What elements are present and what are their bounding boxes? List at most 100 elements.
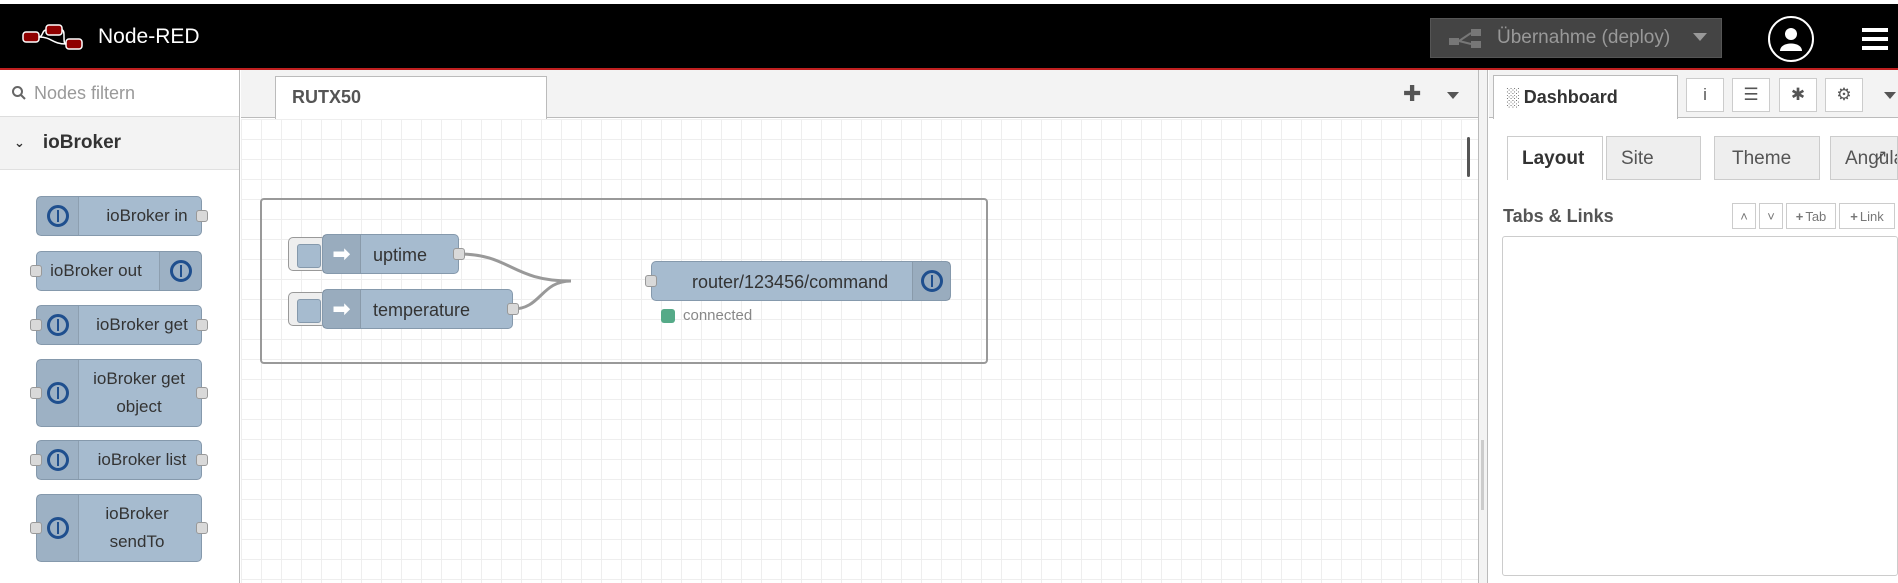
category-label: ioBroker bbox=[42, 132, 122, 153]
palette-search bbox=[0, 70, 239, 117]
bar-chart-icon: ░ bbox=[1506, 87, 1519, 107]
inject-trigger-button[interactable] bbox=[288, 292, 326, 326]
tabs-links-list[interactable] bbox=[1502, 236, 1898, 576]
bug-icon[interactable]: ✱ bbox=[1779, 78, 1817, 112]
input-port bbox=[30, 265, 42, 277]
node-group[interactable] bbox=[260, 198, 988, 364]
inject-node-temperature[interactable]: ➡ temperature bbox=[322, 289, 519, 329]
palette-node-iobroker-list[interactable]: ioBroker list bbox=[30, 440, 208, 480]
add-flow-icon[interactable]: ✚ bbox=[1403, 81, 1422, 106]
tab-layout[interactable]: Layout bbox=[1507, 136, 1603, 180]
app-title: Node-RED bbox=[98, 25, 200, 48]
add-link-button[interactable]: + Link bbox=[1839, 203, 1895, 229]
palette-node-iobroker-get-object[interactable]: ioBroker get object bbox=[30, 359, 208, 427]
flow-list-caret-icon[interactable] bbox=[1447, 92, 1459, 99]
iobroker-out-node[interactable]: router/123456/command bbox=[645, 261, 951, 301]
node-palette: ⌄ ioBroker ioBroker in ioBroker out ioBr… bbox=[0, 70, 240, 583]
iobroker-icon bbox=[920, 270, 943, 292]
status-text: connected bbox=[683, 307, 753, 324]
palette-node-iobroker-get[interactable]: ioBroker get bbox=[30, 305, 208, 345]
app-logo: Node-RED bbox=[22, 24, 200, 50]
deploy-button[interactable]: Übernahme (deploy) bbox=[1430, 18, 1722, 58]
iobroker-icon bbox=[46, 314, 69, 336]
palette-node-iobroker-in[interactable]: ioBroker in bbox=[36, 196, 208, 236]
input-port bbox=[30, 522, 42, 534]
button-label: Tab bbox=[1805, 208, 1827, 224]
plus-icon: + bbox=[1795, 208, 1804, 224]
node-label: ioBroker sendTo bbox=[105, 504, 169, 551]
arrow-right-icon: ➡ bbox=[323, 235, 361, 273]
output-port bbox=[196, 387, 208, 399]
workspace-tab-bar: RUTX50 ✚ bbox=[241, 70, 1478, 119]
output-port bbox=[196, 522, 208, 534]
tabs-links-title: Tabs & Links bbox=[1503, 206, 1614, 226]
output-port bbox=[196, 319, 208, 331]
tab-label: Dashboard bbox=[1523, 87, 1618, 107]
node-status: connected bbox=[661, 307, 752, 324]
deploy-icon bbox=[1449, 29, 1481, 48]
plus-icon: + bbox=[1850, 208, 1858, 224]
inject-node-uptime[interactable]: ➡ uptime bbox=[322, 234, 465, 274]
node-label: ioBroker out bbox=[50, 261, 142, 280]
tab-theme[interactable]: Theme bbox=[1714, 136, 1820, 180]
node-label: ioBroker get bbox=[96, 315, 188, 334]
sidebar: ░ Dashboard i ☰ ✱ ⚙ Layout Site Theme An… bbox=[1489, 70, 1898, 583]
palette-node-iobroker-out[interactable]: ioBroker out bbox=[30, 251, 202, 291]
tab-rutx50[interactable]: RUTX50 bbox=[275, 76, 547, 119]
node-label: ioBroker in bbox=[106, 206, 188, 225]
sidebar-separator[interactable] bbox=[1478, 70, 1488, 583]
collapse-all-icon[interactable]: ˄ bbox=[1732, 203, 1756, 229]
palette-node-iobroker-sendto[interactable]: ioBroker sendTo bbox=[30, 494, 208, 562]
palette-category-header[interactable]: ⌄ ioBroker bbox=[0, 117, 239, 170]
user-menu-button[interactable] bbox=[1768, 16, 1814, 62]
header-bar: Node-RED Übernahme (deploy) bbox=[0, 0, 1898, 70]
node-label: uptime bbox=[373, 245, 428, 265]
deploy-label: Übernahme (deploy) bbox=[1497, 27, 1671, 48]
iobroker-icon bbox=[169, 260, 192, 282]
arrow-right-icon: ➡ bbox=[323, 290, 361, 328]
status-dot-icon bbox=[661, 308, 675, 323]
tab-angular[interactable]: Angular bbox=[1830, 136, 1898, 180]
output-port bbox=[196, 454, 208, 466]
node-red-logo-icon bbox=[22, 24, 83, 50]
wires bbox=[458, 252, 572, 311]
iobroker-icon bbox=[46, 205, 69, 227]
inject-trigger-button[interactable] bbox=[288, 237, 326, 271]
output-port[interactable] bbox=[507, 303, 519, 315]
external-link-icon[interactable]: ↗ bbox=[1874, 148, 1888, 165]
info-icon[interactable]: i bbox=[1686, 78, 1724, 112]
input-port bbox=[30, 454, 42, 466]
user-icon bbox=[1780, 28, 1802, 51]
iobroker-icon bbox=[46, 449, 69, 471]
node-label: ioBroker list bbox=[97, 450, 187, 469]
main-menu-button[interactable] bbox=[1862, 28, 1888, 50]
output-port bbox=[196, 210, 208, 222]
deploy-dropdown-caret-icon[interactable] bbox=[1693, 33, 1707, 41]
sidebar-tab-bar: ░ Dashboard i ☰ ✱ ⚙ bbox=[1489, 70, 1898, 119]
tab-dashboard[interactable]: ░ Dashboard bbox=[1493, 75, 1678, 119]
button-label: Link bbox=[1859, 208, 1884, 224]
input-port[interactable] bbox=[645, 275, 657, 287]
chevron-down-icon: ⌄ bbox=[14, 135, 25, 150]
gear-icon[interactable]: ⚙ bbox=[1825, 78, 1863, 112]
expand-all-icon[interactable]: ˅ bbox=[1759, 203, 1783, 229]
vertical-scrollbar[interactable] bbox=[1467, 137, 1470, 177]
hamburger-icon bbox=[1862, 28, 1888, 32]
node-label: temperature bbox=[373, 300, 471, 320]
tab-site[interactable]: Site bbox=[1606, 136, 1701, 180]
iobroker-icon bbox=[46, 382, 69, 404]
book-icon[interactable]: ☰ bbox=[1732, 78, 1770, 112]
output-port[interactable] bbox=[453, 248, 465, 260]
node-label: ioBroker get object bbox=[93, 369, 185, 416]
iobroker-icon bbox=[46, 517, 69, 539]
palette-category-body: ioBroker in ioBroker out ioBroker get io… bbox=[0, 170, 239, 583]
search-input[interactable] bbox=[34, 82, 224, 104]
sidebar-menu-caret-icon[interactable] bbox=[1884, 92, 1896, 99]
input-port bbox=[30, 319, 42, 331]
node-label: router/123456/command bbox=[692, 272, 889, 292]
input-port bbox=[30, 387, 42, 399]
add-tab-button[interactable]: + Tab bbox=[1786, 203, 1836, 229]
search-icon bbox=[12, 86, 26, 100]
separator-handle[interactable] bbox=[1481, 440, 1484, 510]
workspace-canvas[interactable]: ➡ uptime ➡ temperature router/123456/com… bbox=[241, 119, 1478, 583]
